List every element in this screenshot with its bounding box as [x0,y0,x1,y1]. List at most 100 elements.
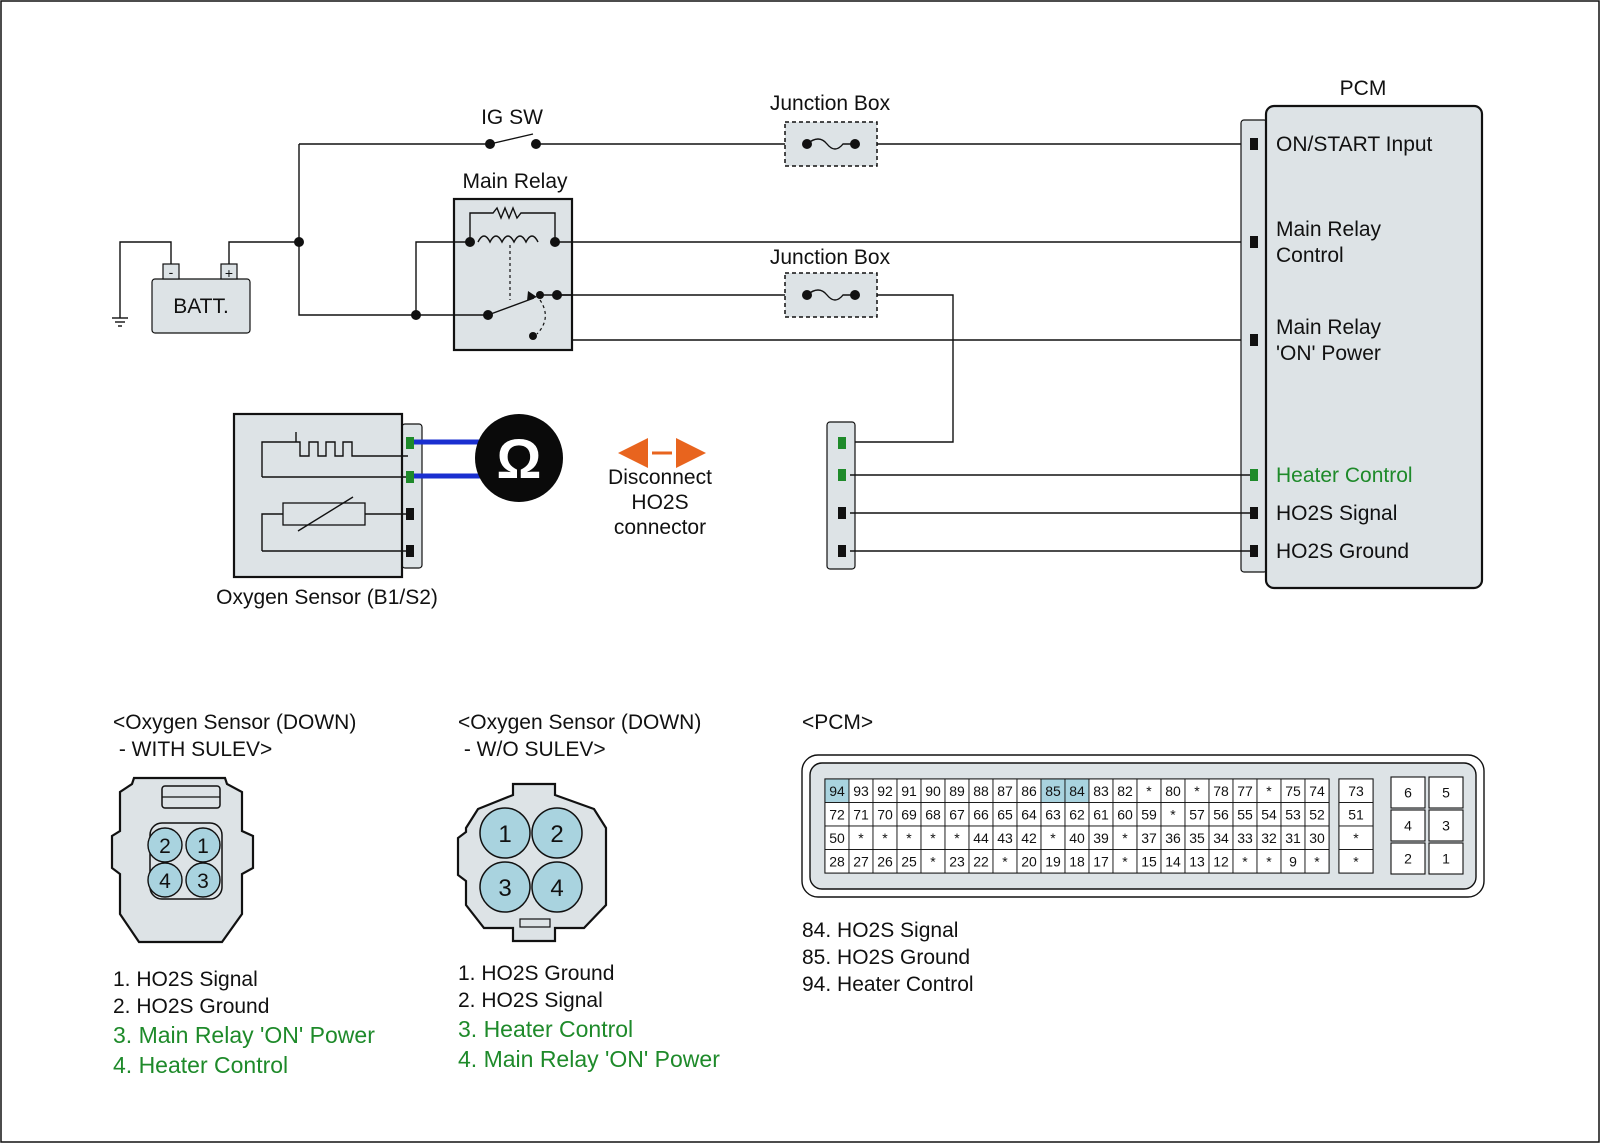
pcm-pin-number: 27 [853,853,869,869]
legend-item: 4. Main Relay 'ON' Power [458,1046,720,1072]
connector-pin [185,862,221,898]
pcm-terminal-pin [1250,334,1258,346]
pin-number: 4 [550,875,563,902]
pcm-pin-number: 30 [1309,830,1325,846]
pcm-pin-number: 70 [877,806,893,822]
pcm-pin-number: 68 [925,806,941,822]
pcm-pin-number: * [1353,830,1359,846]
oxygen-sensor-label: Oxygen Sensor (B1/S2) [216,586,438,609]
pin-number: 4 [159,870,171,893]
text-line: - W/O SULEV> [458,738,606,761]
junction-box-1-label: Junction Box [770,92,891,115]
text-line: ON/START Input [1276,133,1433,156]
pcm-pin-number: 14 [1165,853,1181,869]
battery: - + BATT. [151,263,251,334]
legend-item: 2. HO2S Ground [113,995,269,1018]
pcm-pin-number: 89 [949,783,965,799]
pcm-pin-number: 43 [997,830,1013,846]
connector-pin [147,827,183,863]
batt-label: BATT. [173,295,229,318]
pcm-pin-number: * [1122,853,1128,869]
ground-symbol-icon [112,241,172,327]
pcm-pin-number: * [882,830,888,846]
pcm-pin-number: 32 [1261,830,1277,846]
legend-item: 2. HO2S Signal [458,989,603,1012]
pcm-pin-number: 73 [1348,783,1364,799]
pcm-pin-number: 40 [1069,830,1085,846]
pcm-pin-number: 50 [829,830,845,846]
pcm-pin-number: 34 [1213,830,1229,846]
pcm-pin-number: * [1266,853,1272,869]
pcm-pin-number: 65 [997,806,1013,822]
pcm-pin-number: 85 [1045,783,1061,799]
pcm-pin-number: 18 [1069,853,1085,869]
pcm-pin-number: 39 [1093,830,1109,846]
pin-number: 2 [159,835,171,858]
pcm-terminal-label: Main Relay'ON' Power [1276,316,1382,365]
pcm-pin-number: 51 [1348,806,1364,822]
pcm-legend-item: 85. HO2S Ground [802,946,970,969]
pcm-terminal-label: ON/START Input [1276,133,1433,156]
text-line: connector [614,516,706,539]
pcm-pin-number: 52 [1309,806,1325,822]
pcm-pin-number: 17 [1093,853,1109,869]
ohmmeter: Ω [414,414,563,502]
pcm-pin-number: * [1266,783,1272,799]
pcm-pin-number: 87 [997,783,1013,799]
pcm-terminal-label: Heater Control [1276,464,1413,487]
junction-box-2: Junction Box [770,246,954,443]
pcm-pin-number: * [1170,806,1176,822]
pcm-pin-number: 66 [973,806,989,822]
pcm-pin-number: 63 [1045,806,1061,822]
legend-item: 3. Heater Control [458,1016,633,1042]
pcm-pin-cell [1390,809,1426,842]
pcm-terminal-label: HO2S Signal [1276,502,1397,525]
pin-number: 1 [498,821,511,848]
pcm-pin-number: 90 [925,783,941,799]
pcm-pin-number: 5 [1442,785,1450,801]
pcm-pin-number: 86 [1021,783,1037,799]
batt-minus-label: - [169,264,174,280]
pcm-pin-number: 71 [853,806,869,822]
pcm-pin-number: 84 [1069,783,1085,799]
pcm-pin-number: * [1194,783,1200,799]
pin-number: 1 [197,835,209,858]
pcm-pin-number: 57 [1189,806,1205,822]
pcm-pin-number: * [858,830,864,846]
pin-number: 3 [498,875,511,902]
text-line: Main Relay [1276,316,1382,339]
text-line: Disconnect [608,466,712,489]
pcm-pin-cell [1428,776,1464,809]
pcm-terminal-pin [1250,507,1258,519]
pcm-pin-number: * [1122,830,1128,846]
pcm-pin-number: 33 [1237,830,1253,846]
connector-pin [531,807,583,859]
pcm-pin-number: 4 [1404,818,1412,834]
pcm-pin-number: 80 [1165,783,1181,799]
connector-pin [185,827,221,863]
pcm-pin-cell [1390,842,1426,875]
ignition-switch: IG SW [299,106,785,149]
pcm-pin-number: 3 [1442,818,1450,834]
pcm-pin-number: 64 [1021,806,1037,822]
pcm-pin-number: 9 [1289,853,1297,869]
pcm-pin-number: 2 [1404,851,1412,867]
pcm-pin-number: 93 [853,783,869,799]
main-relay: Main Relay [452,170,574,352]
pcm-pin-number: 37 [1141,830,1157,846]
pcm-pin-number: 88 [973,783,989,799]
pcm-pin-number: 59 [1141,806,1157,822]
pcm-pin-number: 56 [1213,806,1229,822]
pcm-pin-number: 94 [829,783,845,799]
pcm-pin-number: 1 [1442,851,1450,867]
pcm-connector-title: <PCM> [802,711,873,734]
pcm-pin-cell [1428,842,1464,875]
pcm-pin-number: 60 [1117,806,1133,822]
pcm-pin-number: 13 [1189,853,1205,869]
